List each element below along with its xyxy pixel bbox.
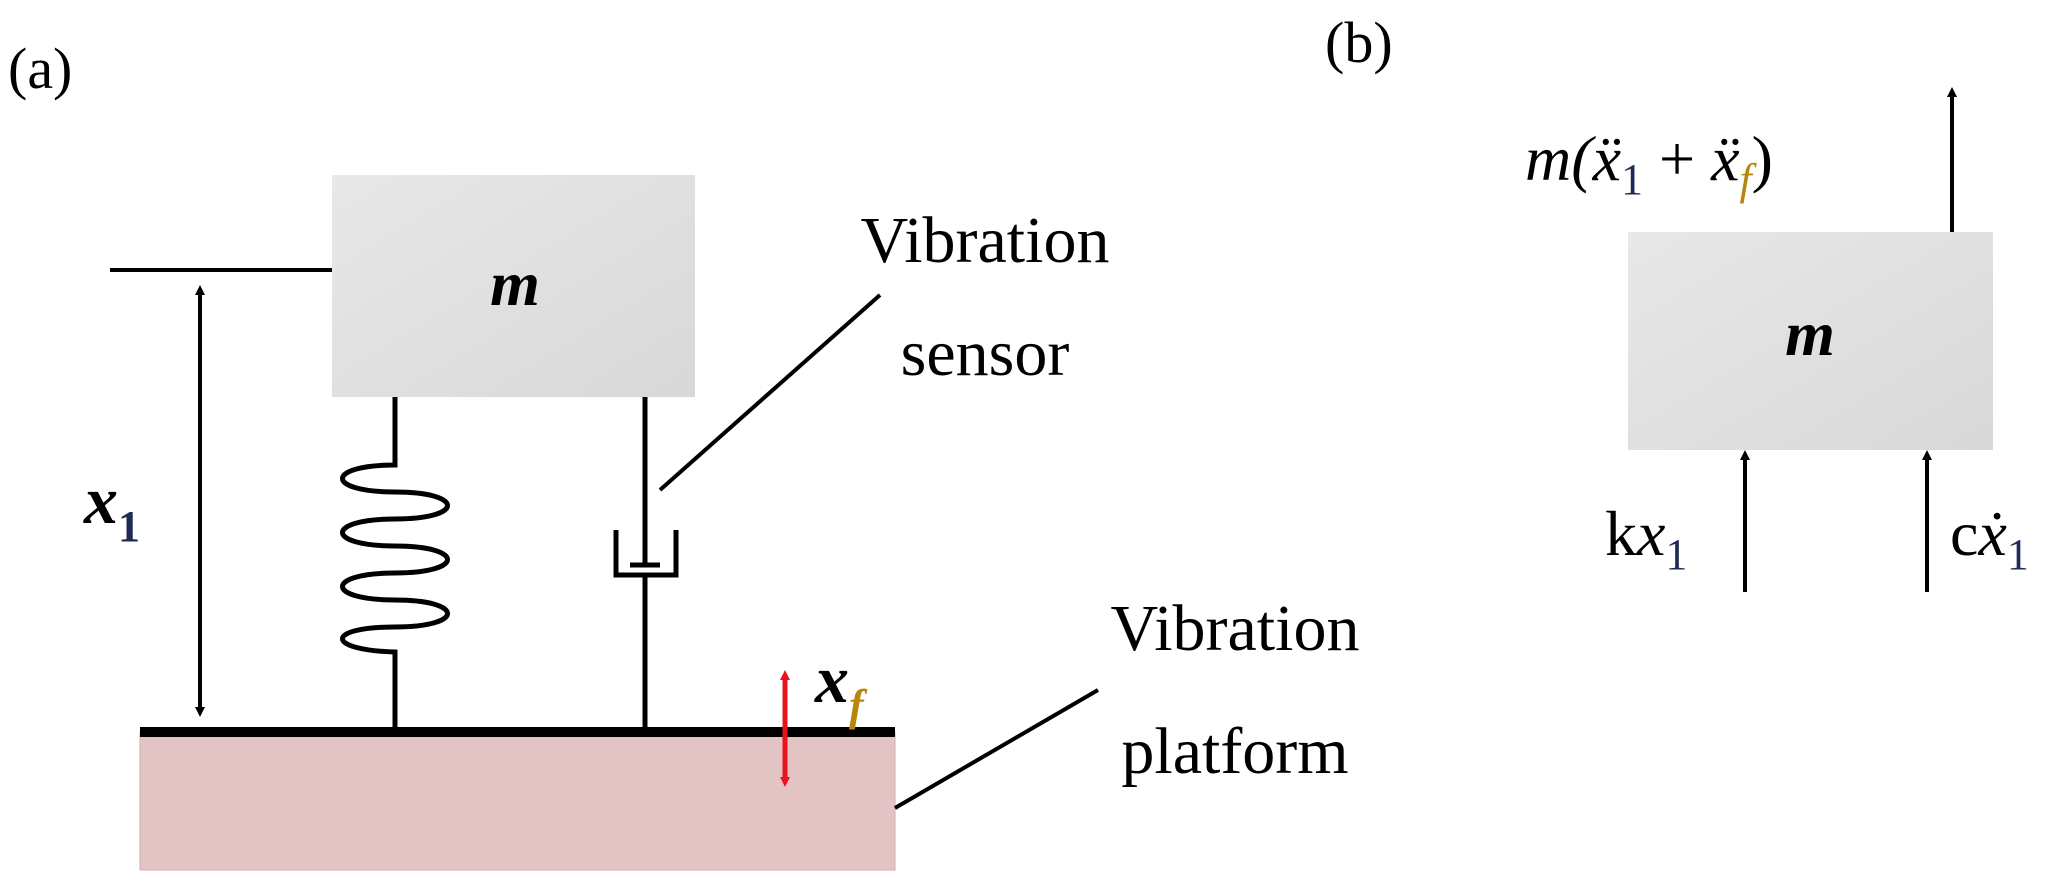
free-body-mass-label: m (1785, 298, 1835, 369)
spring (340, 397, 450, 732)
platform-label-line1: Vibration (1111, 592, 1360, 665)
platform-leader-line (893, 688, 1100, 810)
sensor-label-line1: Vibration (861, 204, 1110, 277)
panel-a-label: (a) (8, 36, 72, 101)
sensor-leader-line (658, 293, 882, 492)
xf-label: xf (814, 641, 868, 730)
vibration-platform (140, 732, 895, 870)
spring-force-label: kx1 (1605, 498, 1687, 579)
damper (613, 397, 679, 732)
x1-label: x1 (83, 462, 140, 551)
panel-b: (b) m m(ẍ1 + ẍf) kx1 cẋ1 (1325, 10, 2029, 592)
panel-b-label: (b) (1325, 10, 1393, 75)
sensor-label-line2: sensor (901, 317, 1070, 390)
mass-block (332, 175, 695, 397)
damper-force-label: cẋ1 (1950, 498, 2029, 579)
mass-label: m (490, 248, 540, 319)
platform-label-line2: platform (1121, 715, 1348, 788)
panel-a: (a) m x1 xf Vibration sensor Vibration (8, 36, 1360, 871)
inertia-force-label: m(ẍ1 + ẍf) (1525, 123, 1773, 204)
free-body-mass (1628, 232, 1993, 450)
